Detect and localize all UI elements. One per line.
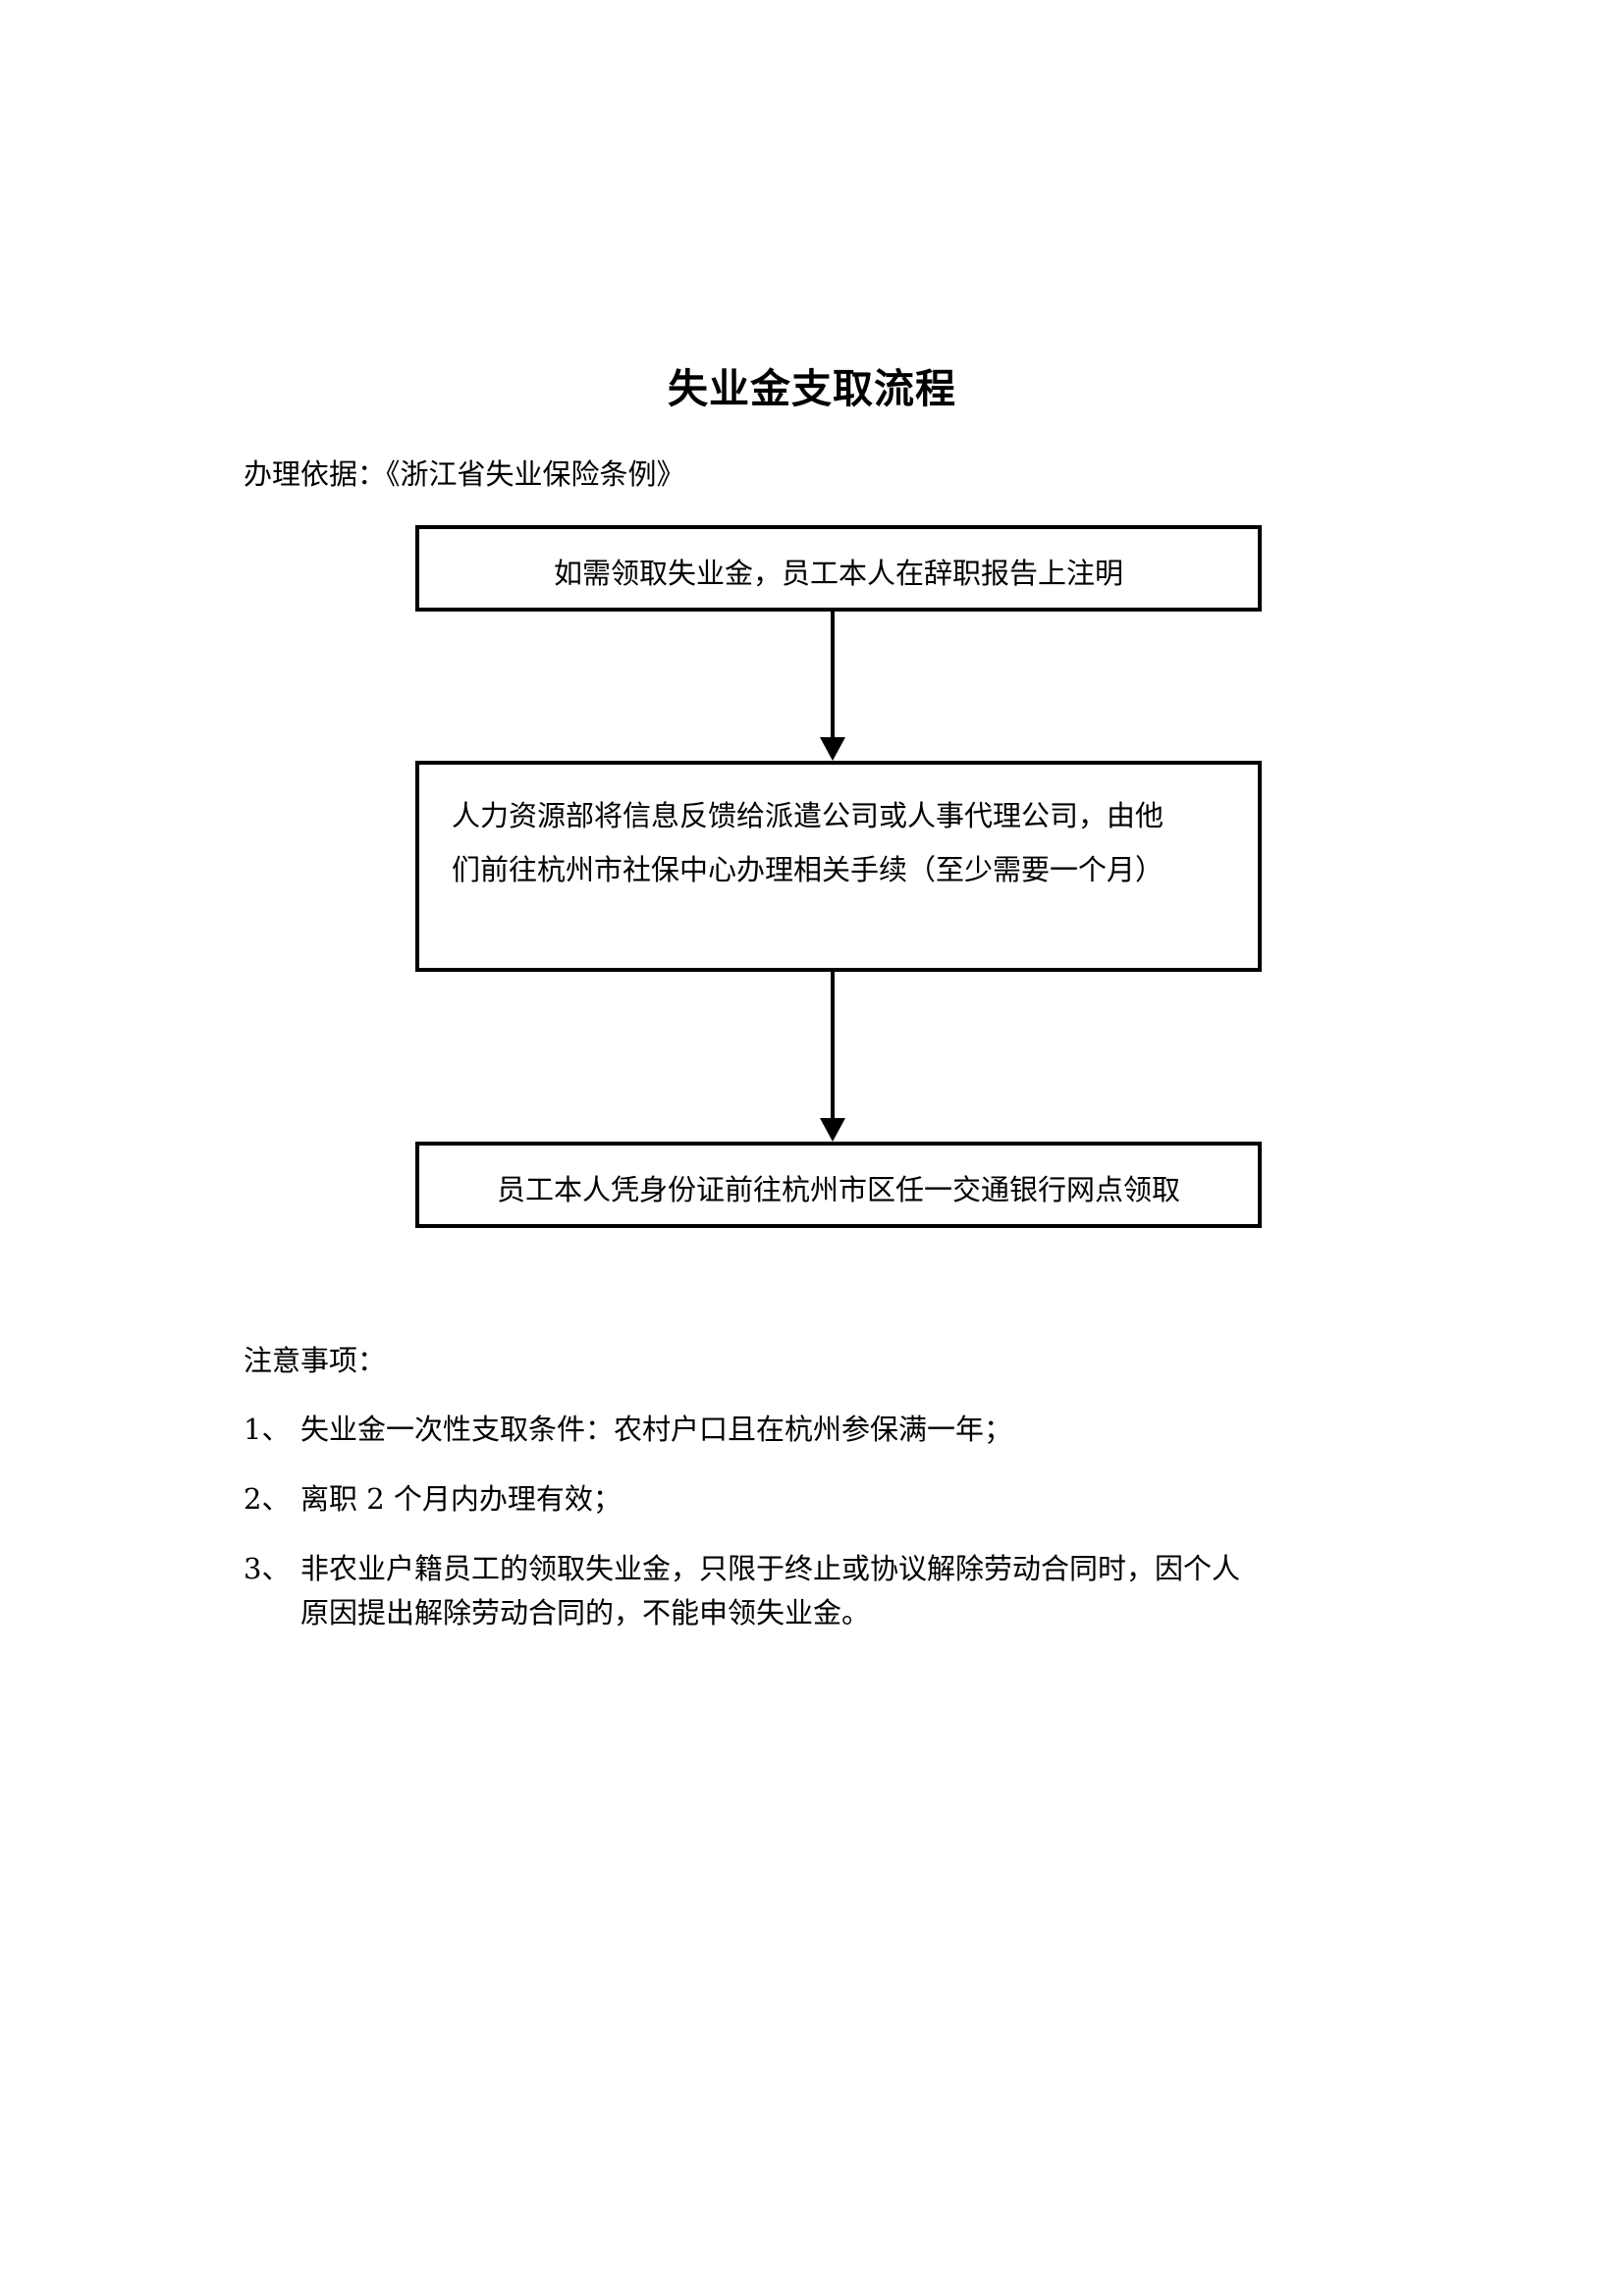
flow-step-2-box: 人力资源部将信息反馈给派遣公司或人事代理公司，由他 们前往杭州市社保中心办理相关…: [415, 761, 1262, 972]
down-arrow-icon: [820, 737, 845, 761]
note-marker: 2、: [244, 1481, 291, 1516]
flow-step-3-line-1: 员工本人凭身份证前往杭州市区任一交通银行网点领取: [496, 1173, 1180, 1206]
connector-line: [831, 612, 835, 737]
flow-step-2-line-1: 人力资源部将信息反馈给派遣公司或人事代理公司，由他: [452, 799, 1164, 832]
flow-step-1-box: 如需领取失业金，员工本人在辞职报告上注明: [415, 525, 1262, 612]
flow-step-1-line-1: 如需领取失业金，员工本人在辞职报告上注明: [553, 557, 1123, 590]
note-line: 原因提出解除劳动合同的，不能申领失业金。: [300, 1595, 871, 1629]
note-line: 离职 2 个月内办理有效；: [300, 1481, 622, 1516]
note-marker: 3、: [244, 1551, 291, 1585]
connector-line: [831, 972, 835, 1118]
flow-step-2-line-2: 们前往杭州市社保中心办理相关手续（至少需要一个月）: [452, 853, 1164, 887]
note-line: 失业金一次性支取条件：农村户口且在杭州参保满一年；: [300, 1412, 1013, 1446]
note-body: 非农业户籍员工的领取失业金，只限于终止或协议解除劳动合同时，因个人 原因提出解除…: [300, 1547, 1402, 1635]
note-item-2: 2、 离职 2 个月内办理有效；: [244, 1477, 1402, 1522]
notes-section: 注意事项： 1、 失业金一次性支取条件：农村户口且在杭州参保满一年； 2、 离职…: [244, 1343, 1402, 1660]
note-marker: 1、: [244, 1412, 291, 1446]
note-body: 失业金一次性支取条件：农村户口且在杭州参保满一年；: [300, 1408, 1402, 1452]
connector-step1-to-step2: [820, 612, 845, 761]
note-body: 离职 2 个月内办理有效；: [300, 1477, 1402, 1522]
legal-basis-line: 办理依据：《浙江省失业保险条例》: [244, 457, 685, 491]
flow-step-3-box: 员工本人凭身份证前往杭州市区任一交通银行网点领取: [415, 1142, 1262, 1228]
connector-step2-to-step3: [820, 972, 845, 1142]
note-line: 非农业户籍员工的领取失业金，只限于终止或协议解除劳动合同时，因个人: [300, 1551, 1241, 1585]
note-item-1: 1、 失业金一次性支取条件：农村户口且在杭州参保满一年；: [244, 1408, 1402, 1452]
note-item-3: 3、 非农业户籍员工的领取失业金，只限于终止或协议解除劳动合同时，因个人 原因提…: [244, 1547, 1402, 1635]
page-title: 失业金支取流程: [668, 365, 956, 412]
notes-heading: 注意事项：: [244, 1344, 387, 1377]
down-arrow-icon: [820, 1118, 845, 1142]
